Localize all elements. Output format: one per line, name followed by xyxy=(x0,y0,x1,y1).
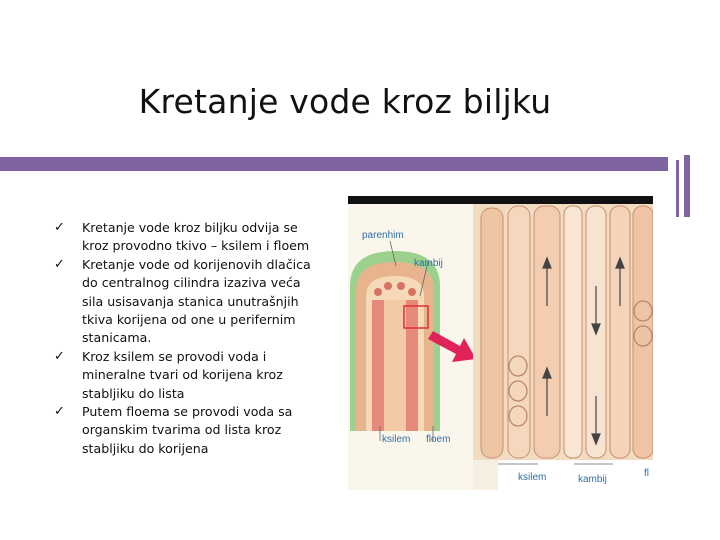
xylem-strand-right xyxy=(406,300,418,431)
label-floem-left: floem xyxy=(426,434,451,445)
bullet-item: ✓ Putem floema se provodi voda sa organs… xyxy=(54,403,316,458)
bullet-item: ✓ Kretanje vode kroz biljku odvija se kr… xyxy=(54,219,316,256)
checkmark-icon: ✓ xyxy=(54,348,65,364)
bottom-label-area xyxy=(498,460,653,490)
bullet-text: Kretanje vode od korijenovih dlačica do … xyxy=(82,256,311,346)
pith xyxy=(384,300,406,431)
checkmark-icon: ✓ xyxy=(54,256,65,272)
bundle-dot xyxy=(397,282,405,290)
bullet-list: ✓ Kretanje vode kroz biljku odvija se kr… xyxy=(54,219,316,458)
bullet-item: ✓ Kroz ksilem se provodi voda i mineraln… xyxy=(54,348,316,403)
checkmark-icon: ✓ xyxy=(54,220,65,235)
plant-tissue-illustration: parenhim kambij ksilem floem ksilem kamb… xyxy=(348,196,654,490)
figure-top-strip xyxy=(348,196,653,204)
label-parenhim: parenhim xyxy=(362,230,404,241)
flow-arrows xyxy=(542,256,625,446)
accent-vertical-bar xyxy=(684,155,690,217)
label-kambij-top: kambij xyxy=(414,258,443,269)
label-ksilem-left: ksilem xyxy=(382,434,411,445)
slide-title: Kretanje vode kroz biljku xyxy=(138,82,552,121)
xylem-strand-left xyxy=(372,300,384,431)
cell-columns xyxy=(480,205,654,459)
bullet-text: Kroz ksilem se provodi voda i mineralne … xyxy=(82,348,283,401)
bullet-text: Putem floema se provodi voda sa organski… xyxy=(82,404,293,456)
bundle-dot xyxy=(408,288,416,296)
title-underline-bar xyxy=(0,157,668,171)
bundle-dot xyxy=(374,288,382,296)
xylem-rings xyxy=(508,300,653,427)
label-ksilem-bottom: ksilem xyxy=(518,472,547,483)
tissue-diagram xyxy=(348,196,654,490)
zoom-arrow-icon xyxy=(428,331,476,362)
checkmark-icon: ✓ xyxy=(54,404,65,420)
bullet-text: Kretanje vode kroz biljku odvija se kroz… xyxy=(82,220,310,254)
bundle-dot xyxy=(384,282,392,290)
label-kambij-bottom: kambij xyxy=(578,474,607,485)
accent-vertical-line xyxy=(676,160,679,217)
zoom-highlight-box xyxy=(403,305,429,329)
label-floem-bottom: fl xyxy=(644,468,649,479)
bullet-item: ✓ Kretanje vode od korijenovih dlačica d… xyxy=(54,256,316,348)
